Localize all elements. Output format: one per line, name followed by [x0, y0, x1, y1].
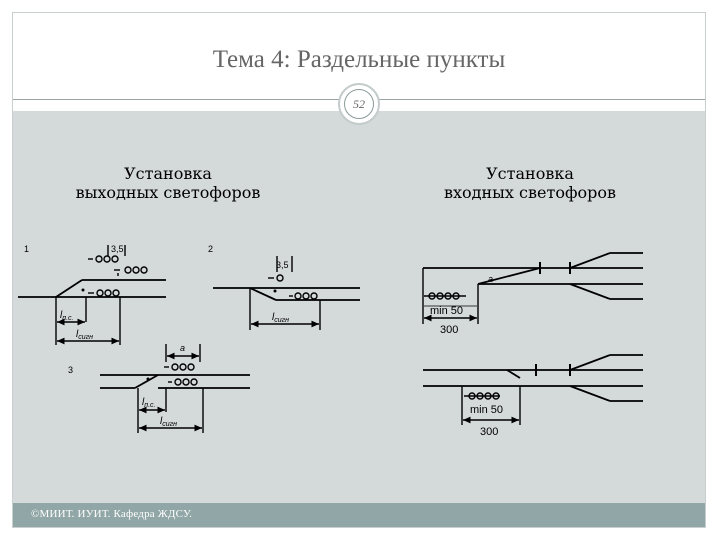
case3-dim-a: а — [180, 343, 185, 353]
heading-entry-line1: Установка — [486, 164, 574, 183]
entry-diagram-lower — [423, 354, 643, 425]
content-area — [13, 111, 705, 503]
exit-diagram-case3 — [100, 344, 250, 433]
case2-dim-35: 3,5 — [276, 260, 289, 270]
entry-lower-min50: min 50 — [470, 404, 503, 416]
case3-number: 3 — [68, 365, 73, 375]
case1-number: 1 — [24, 244, 29, 254]
case2-l-sig: lсигн — [272, 312, 289, 324]
case1-dim-35: 3,5 — [111, 244, 124, 254]
case2-number: 2 — [208, 244, 213, 254]
exit-diagram-case2 — [213, 256, 360, 330]
case1-l-ps: lп.с. — [60, 310, 74, 322]
case3-l-sig: lсигн — [160, 416, 177, 428]
entry-diagram-upper — [422, 252, 643, 324]
page-number-badge: 52 — [338, 83, 380, 125]
entry-upper-300: 300 — [440, 324, 458, 336]
page-number: 52 — [344, 89, 374, 119]
footer-text: ©МИИТ. ИУИТ. Кафедра ЖДСУ. — [31, 508, 193, 520]
case1-l-sig: lсигн — [76, 329, 93, 341]
footer-bar: ©МИИТ. ИУИТ. Кафедра ЖДСУ. — [13, 503, 705, 527]
heading-entry-line2: входных светофоров — [444, 183, 616, 202]
heading-exit-line1: Установка — [124, 164, 212, 183]
heading-entry-signals: Установка входных светофоров — [380, 164, 680, 202]
slide: Тема 4: Раздельные пункты 52 ©МИИТ. ИУИТ… — [12, 12, 706, 528]
heading-exit-line2: выходных светофоров — [75, 183, 261, 202]
heading-exit-signals: Установка выходных светофоров — [28, 164, 308, 202]
exit-diagram-case1 — [18, 245, 166, 345]
entry-lower-300: 300 — [480, 426, 498, 438]
slide-title: Тема 4: Раздельные пункты — [212, 46, 506, 73]
entry-dim-a: а — [488, 274, 493, 284]
entry-upper-min50: min 50 — [430, 305, 463, 317]
case3-l-ps: lп.с. — [142, 397, 156, 409]
